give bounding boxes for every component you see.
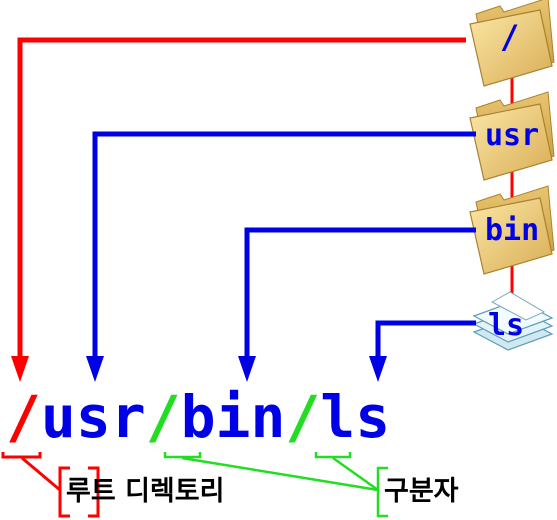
- tree-label-bin: bin: [485, 213, 539, 248]
- tree-label-root: /: [500, 18, 519, 56]
- file-stack-icon[interactable]: [472, 291, 554, 351]
- bin-arrow-line: [244, 227, 476, 360]
- path-separator-1: /: [146, 383, 181, 451]
- path-text: /usr/bin/ls: [6, 383, 390, 451]
- root-arrow-line: [17, 37, 466, 360]
- separator-callout-bracket: [163, 452, 388, 518]
- folder-icon[interactable]: [469, 91, 555, 181]
- usr-arrow-line: [92, 131, 476, 360]
- path-ls: ls: [320, 383, 390, 451]
- root-arrow-head: [11, 356, 29, 382]
- folder-icon[interactable]: [469, 185, 555, 275]
- tree-label-ls: ls: [488, 308, 524, 343]
- usr-arrow-head: [86, 356, 104, 382]
- bin-arrow-head: [238, 356, 256, 382]
- root-callout-bracket: [1, 452, 100, 518]
- folder-icon[interactable]: [469, 0, 555, 87]
- root-directory-label: 루트 디렉토리: [66, 476, 224, 507]
- tree-label-usr: usr: [485, 118, 539, 153]
- ls-arrow-head: [369, 356, 387, 382]
- path-root-slash: /: [6, 383, 41, 451]
- separator-label: 구분자: [384, 476, 459, 507]
- ls-arrow-line: [375, 320, 476, 360]
- path-separator-2: /: [285, 383, 320, 451]
- path-usr: usr: [41, 383, 146, 451]
- path-bin: bin: [181, 383, 286, 451]
